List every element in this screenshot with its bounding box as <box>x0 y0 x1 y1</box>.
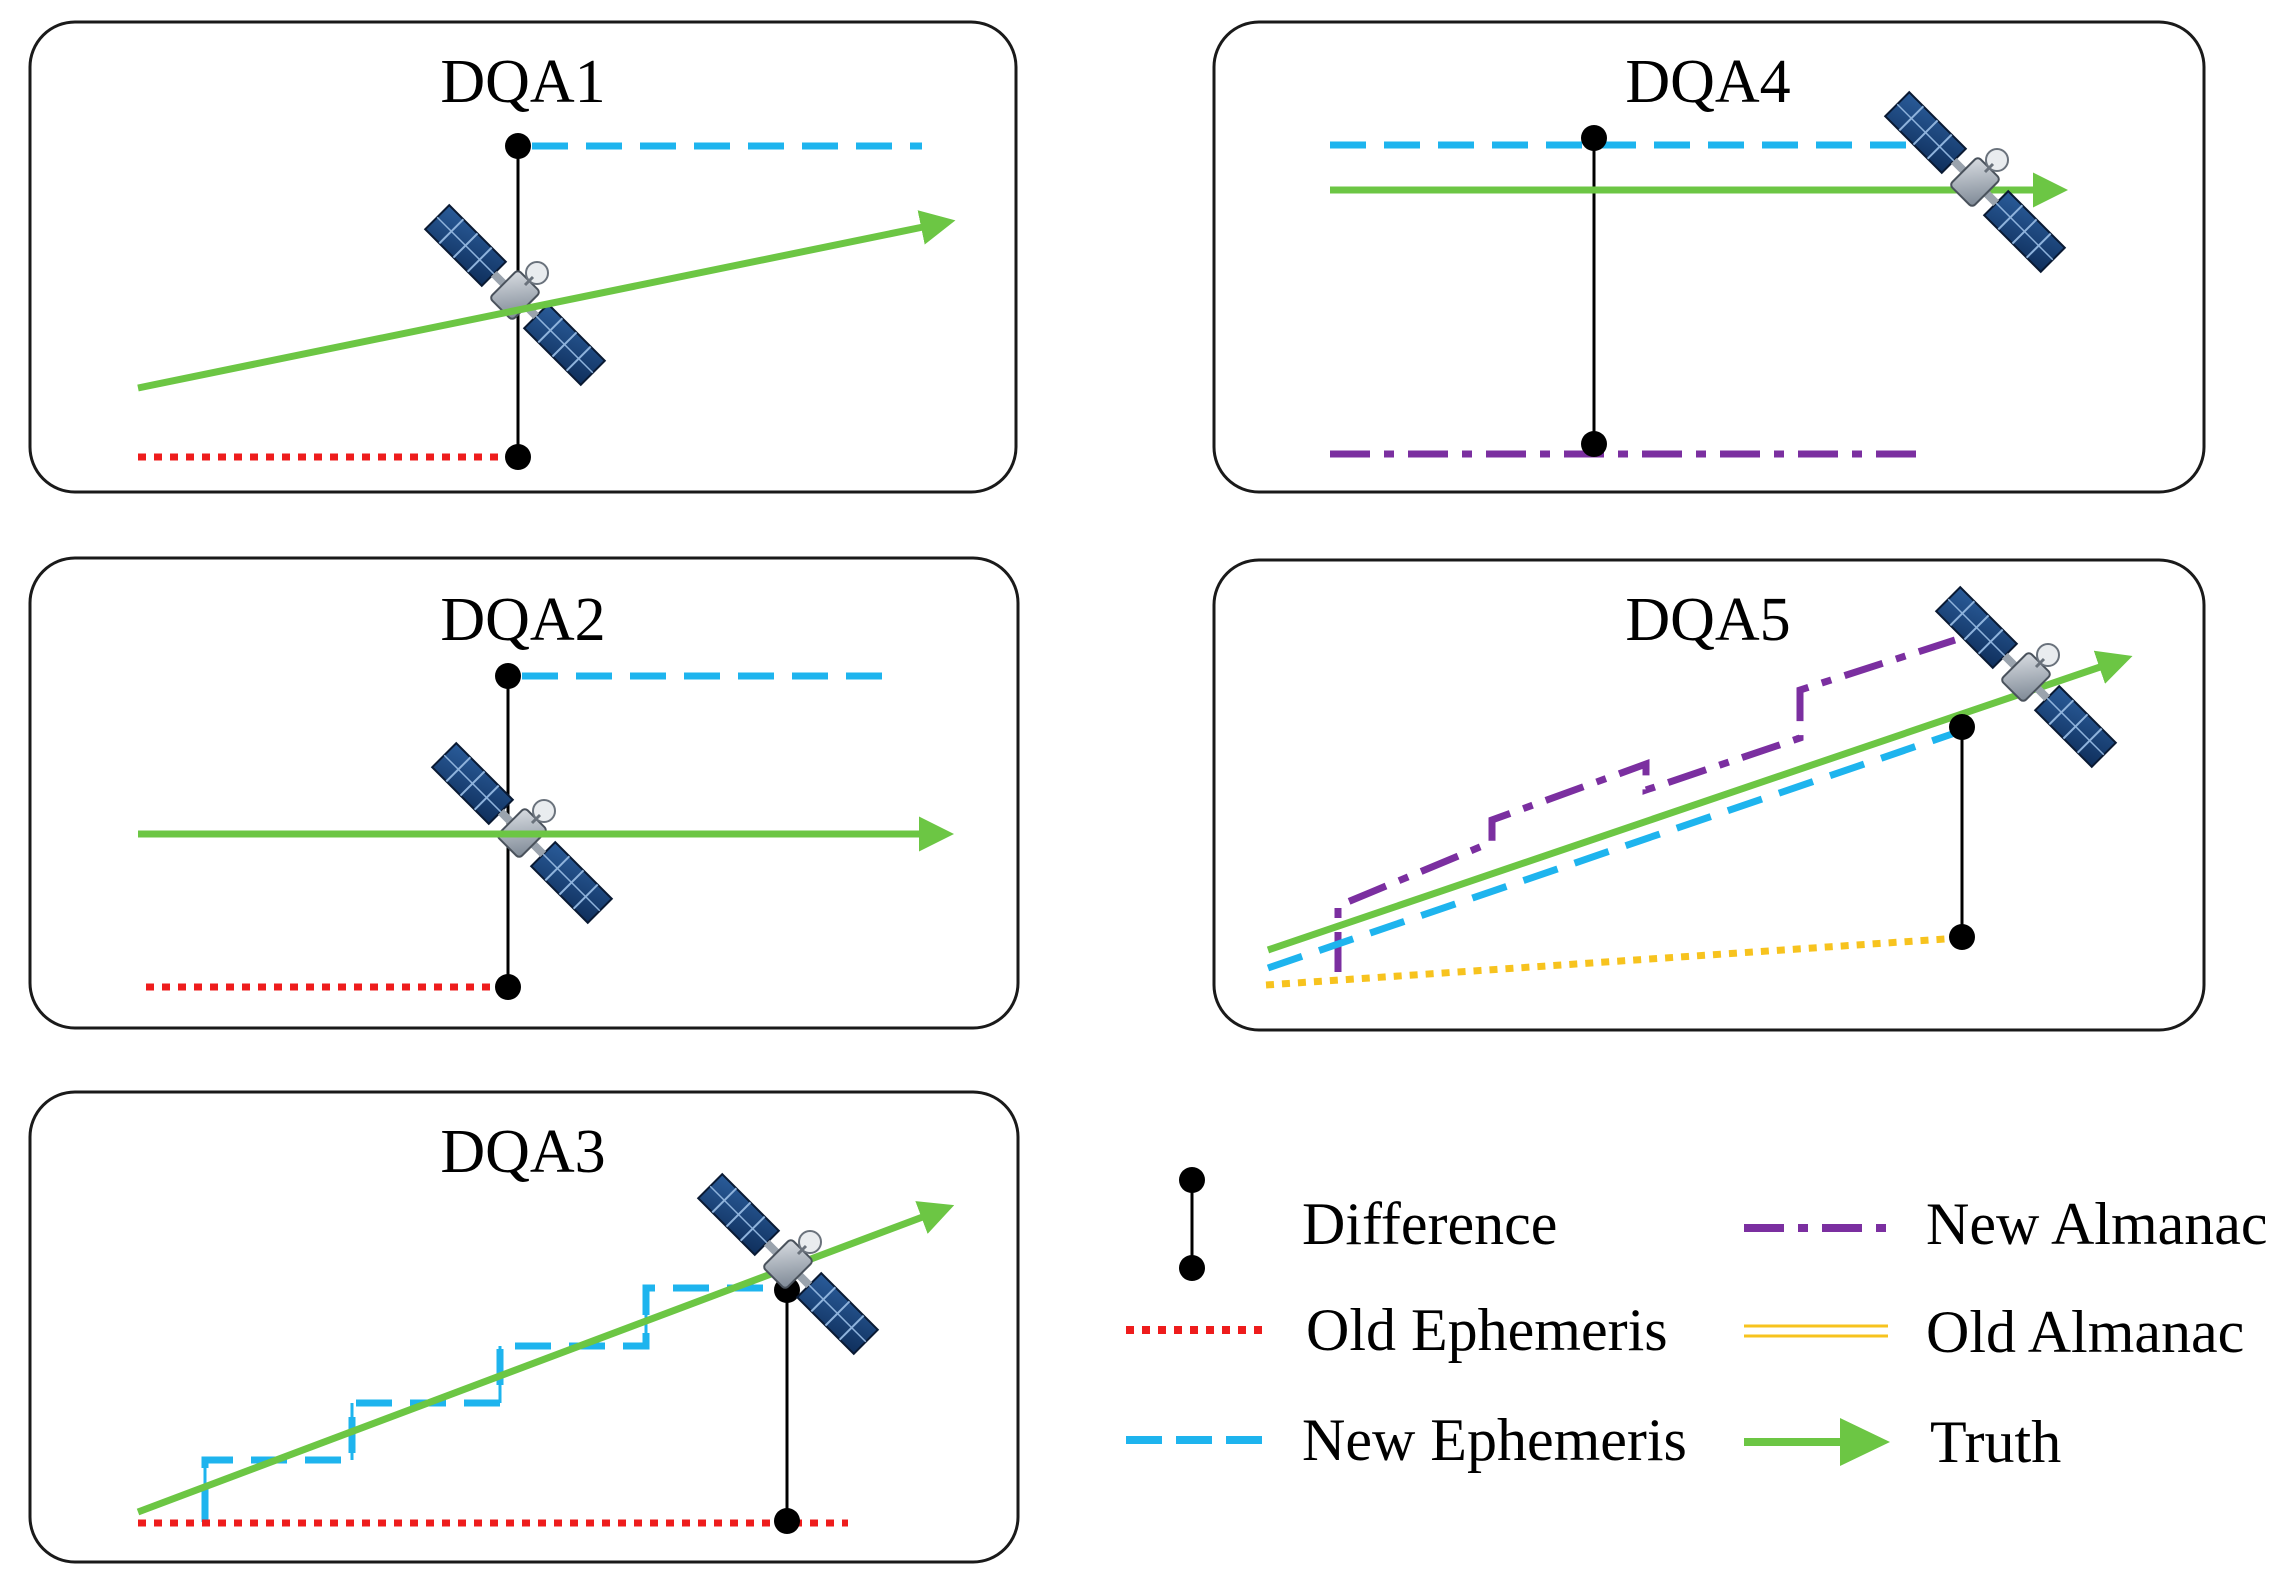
new-almanac-line <box>1334 636 1957 972</box>
legend-label-new-almanac: New Almanac <box>1926 1191 2268 1257</box>
difference-point <box>1949 924 1975 950</box>
legend-label-old-almanac: Old Almanac <box>1926 1299 2244 1365</box>
panel-dqa4: DQA4 <box>1212 20 2206 494</box>
difference-point <box>1179 1167 1205 1193</box>
legend-item-old-almanac: Old Almanac <box>1744 1299 2244 1365</box>
legend: Difference Old Ephemeris New Ephemeris N… <box>1126 1167 2268 1475</box>
panel-frame <box>28 1090 1020 1564</box>
legend-item-truth: Truth <box>1744 1409 2061 1475</box>
panel-title: DQA3 <box>440 1118 605 1186</box>
difference-point <box>505 133 531 159</box>
legend-label-old-ephemeris: Old Ephemeris <box>1306 1297 1668 1363</box>
legend-item-old-ephemeris: Old Ephemeris <box>1126 1297 1668 1363</box>
legend-label-new-ephemeris: New Ephemeris <box>1302 1407 1687 1473</box>
truth-arrowhead <box>1840 1418 1890 1466</box>
difference-point <box>495 974 521 1000</box>
panel-title: DQA4 <box>1625 48 1790 116</box>
panel-dqa5: DQA5 <box>1212 558 2206 1032</box>
legend-item-new-almanac: New Almanac <box>1744 1191 2268 1257</box>
panel-dqa2: DQA2 <box>28 556 1020 1030</box>
truth-arrow <box>1266 650 2133 954</box>
difference-point <box>1581 125 1607 151</box>
old-almanac-line <box>1265 934 1961 989</box>
panel-dqa3: DQA3 <box>28 1090 1020 1564</box>
difference-point <box>1179 1255 1205 1281</box>
new-ephemeris-line <box>1266 729 1957 972</box>
difference-point <box>774 1508 800 1534</box>
panel-frame <box>28 20 1018 494</box>
legend-item-new-ephemeris: New Ephemeris <box>1126 1407 1687 1473</box>
difference-point <box>505 444 531 470</box>
legend-item-difference: Difference <box>1179 1167 1557 1281</box>
panel-title: DQA5 <box>1625 586 1790 654</box>
panel-dqa1: DQA1 <box>28 20 1018 494</box>
difference-point <box>495 663 521 689</box>
panel-title: DQA2 <box>440 586 605 654</box>
panel-frame <box>1212 558 2206 1032</box>
truth-arrow <box>137 210 956 392</box>
legend-label-difference: Difference <box>1302 1191 1557 1257</box>
panel-title: DQA1 <box>440 48 605 116</box>
difference-point <box>1949 714 1975 740</box>
difference-point <box>1581 431 1607 457</box>
legend-label-truth: Truth <box>1930 1409 2061 1475</box>
